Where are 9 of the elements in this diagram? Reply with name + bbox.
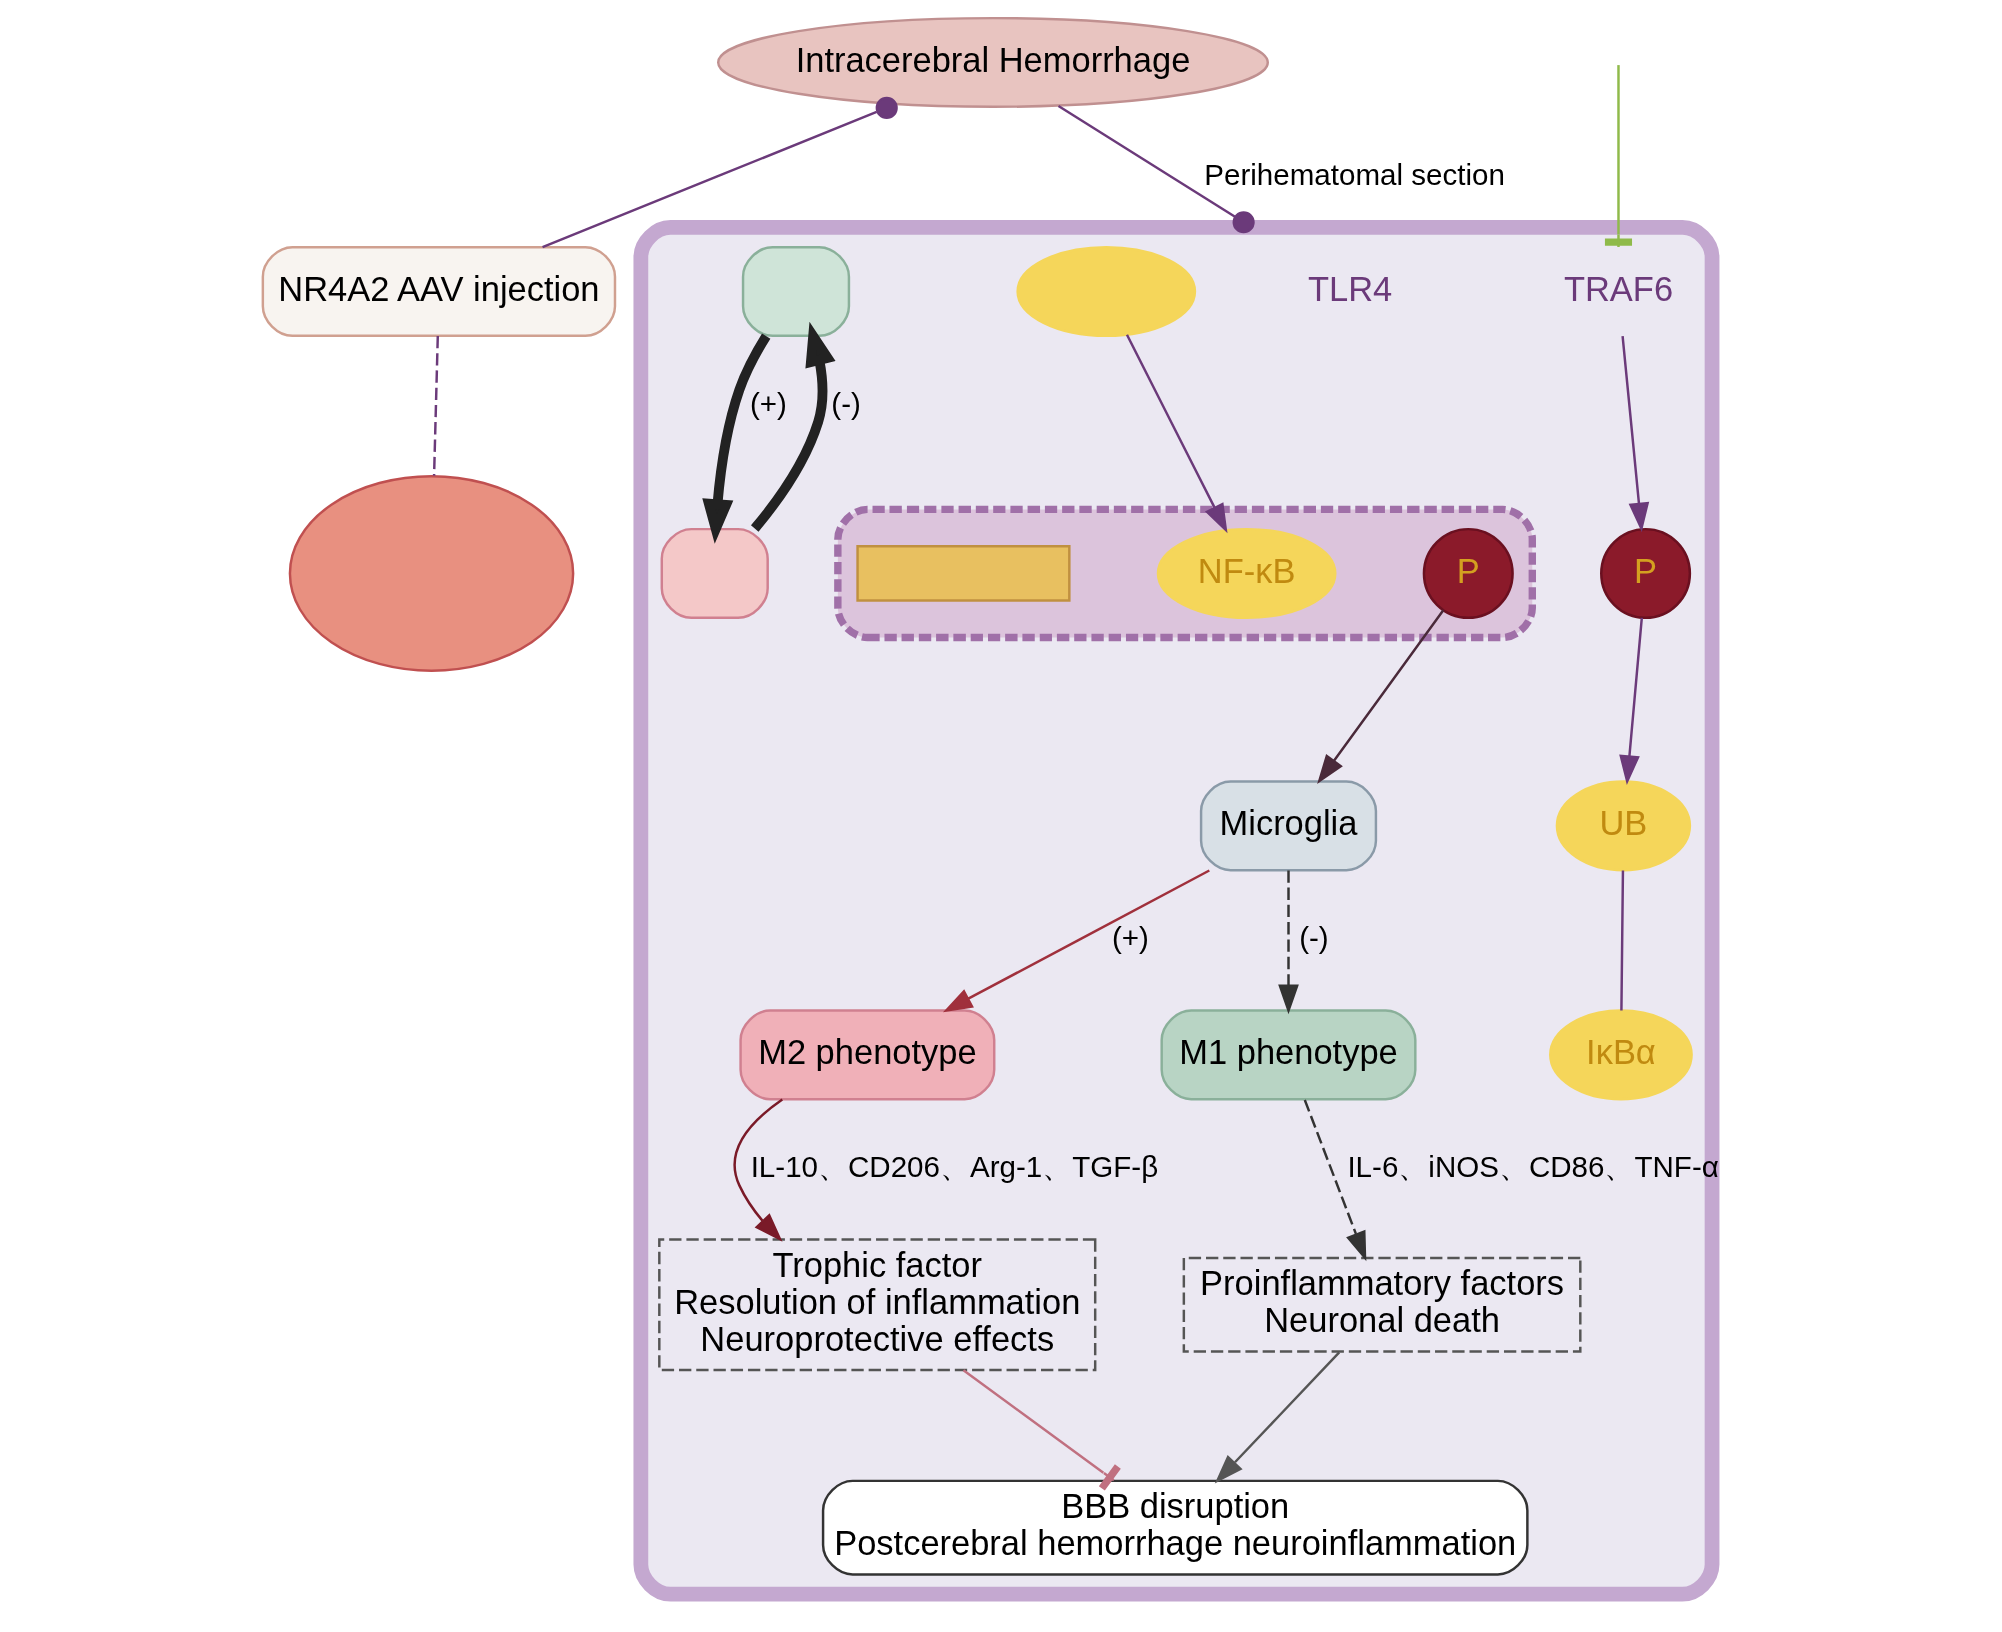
edge-label: (+) — [1112, 920, 1149, 954]
edge-label: Perihematomal section — [1204, 157, 1505, 191]
edge-label: (-) — [831, 386, 861, 420]
edge-label: (+) — [750, 386, 787, 420]
node-text: TRAF6 — [1563, 269, 1674, 308]
node-text: TLR4 — [1307, 269, 1393, 308]
edge-label: (-) — [1299, 920, 1329, 954]
edge-label: IL-10、CD206、Arg-1、TGF-β — [750, 1150, 1159, 1184]
edge-label: IL-6、iNOS、CD86、TNF-α — [1347, 1150, 1719, 1184]
